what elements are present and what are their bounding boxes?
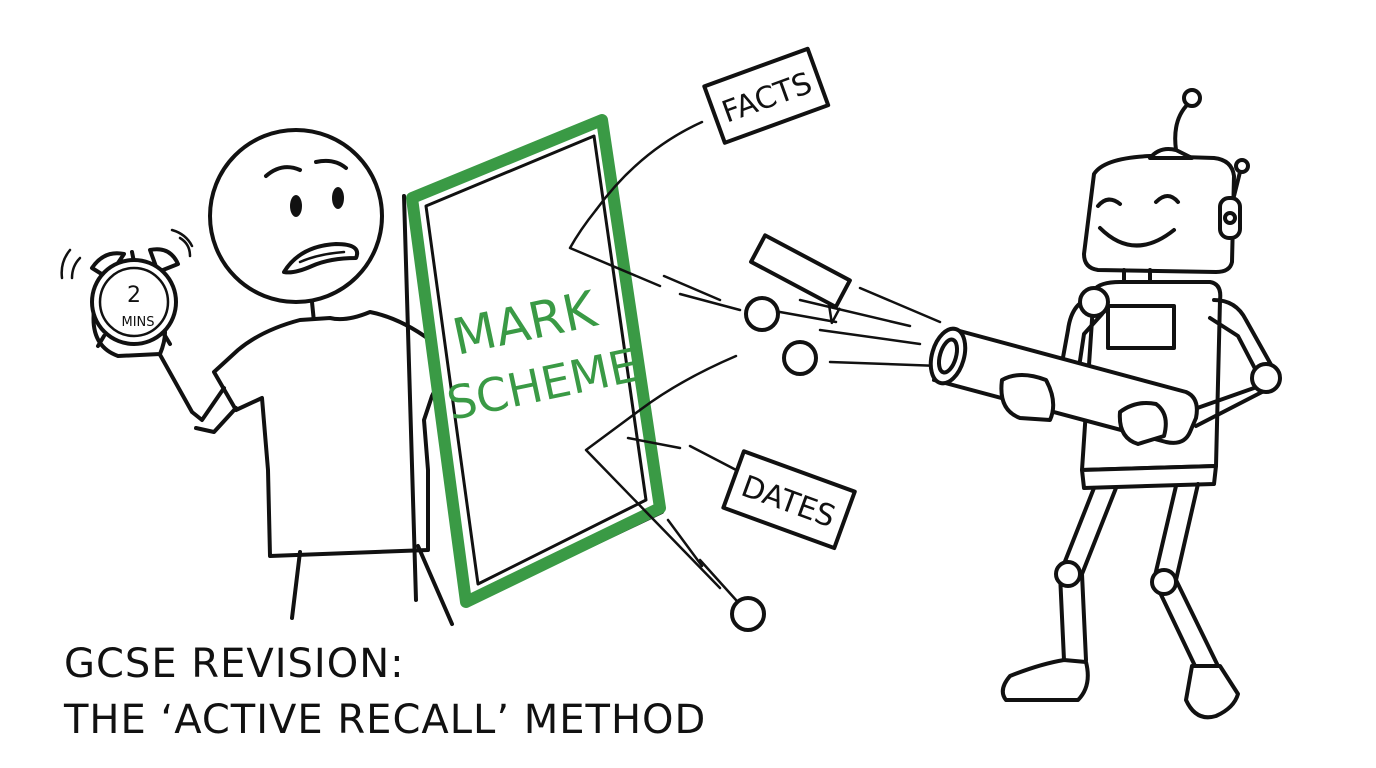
clock-unit: MINS bbox=[121, 315, 154, 330]
robot-head bbox=[1082, 154, 1236, 274]
robot bbox=[928, 88, 1282, 720]
clock-bell-left bbox=[90, 251, 126, 280]
figure-arm-left bbox=[152, 342, 226, 422]
projectile-ball bbox=[744, 296, 780, 332]
robot-smile bbox=[1098, 226, 1176, 248]
flying-card bbox=[749, 233, 852, 325]
facts-card: FACTS bbox=[702, 46, 831, 145]
caption-line-1: GCSE REVISION: bbox=[64, 641, 405, 687]
dates-card: DATES bbox=[721, 449, 857, 551]
figure-leg-right bbox=[416, 544, 454, 626]
clock-face bbox=[90, 258, 178, 346]
figure-leg-left bbox=[290, 550, 302, 620]
projectile-balls bbox=[730, 296, 818, 632]
projectile-ball bbox=[782, 340, 818, 376]
stick-figure bbox=[152, 128, 454, 626]
robot-eye-left bbox=[1096, 197, 1122, 208]
robot-hand-front bbox=[999, 373, 1056, 422]
mark-scheme-shield: MARK SCHEME bbox=[402, 114, 666, 608]
robot-hand-back bbox=[1117, 401, 1168, 446]
figure-eye-left bbox=[290, 195, 302, 217]
alarm-clock: 2 MINS bbox=[60, 228, 194, 358]
figure-eyebrow-right bbox=[314, 158, 348, 170]
robot-eye-right bbox=[1154, 194, 1180, 204]
robot-antenna-ball bbox=[1182, 88, 1202, 108]
projectile-ball bbox=[730, 596, 766, 632]
figure-eyebrow-left bbox=[264, 165, 302, 178]
figure-eye-right bbox=[332, 187, 344, 209]
clock-number: 2 bbox=[127, 283, 141, 308]
shield-green-frame bbox=[406, 114, 666, 608]
robot-foot-right bbox=[1184, 664, 1240, 720]
robot-foot-left bbox=[1000, 658, 1090, 702]
deflection-lines bbox=[568, 120, 942, 602]
robot-chest-panel bbox=[1106, 304, 1176, 350]
figure-mouth bbox=[282, 242, 359, 275]
caption-line-2: THE ‘ACTIVE RECALL’ METHOD bbox=[64, 697, 707, 743]
caption: GCSE REVISION: THE ‘ACTIVE RECALL’ METHO… bbox=[64, 636, 706, 748]
